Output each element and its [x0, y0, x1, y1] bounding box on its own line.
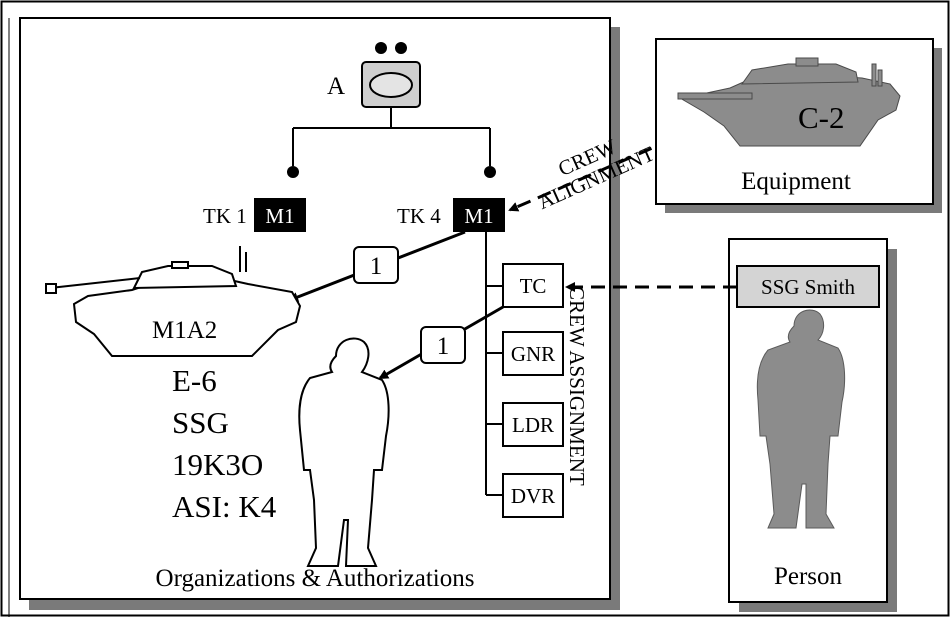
unit-dot-right	[395, 42, 407, 54]
equipment-title: Equipment	[741, 168, 851, 195]
soldier-mos: 19K3O	[172, 447, 263, 482]
vehicle-model: M1A2	[152, 317, 217, 344]
crew-dvr-box	[502, 473, 564, 518]
person-title: Person	[774, 563, 843, 590]
person-panel: SSG Smith Person	[728, 238, 897, 612]
c2-tank-silhouette-icon	[677, 57, 901, 147]
person-name: SSG Smith	[761, 275, 855, 299]
soldier-grade: E-6	[172, 363, 217, 398]
equipment-panel: C-2 Equipment	[655, 38, 942, 213]
crew-connectors	[486, 285, 503, 496]
crew-dvr-label: DVR	[511, 484, 555, 508]
crew-ldr-label: LDR	[512, 413, 554, 437]
soldier-silhouette-icon	[298, 337, 390, 567]
m1a2-tank-icon	[45, 246, 302, 357]
tank-1-badge: M1	[265, 204, 294, 228]
crew-alignment-arrow	[508, 120, 713, 212]
vehicle-count: 1	[370, 253, 383, 280]
vehicle-count-box	[353, 246, 399, 284]
org-panel: A TK 1 M1 TK 4 M1 1 M1A2	[19, 17, 620, 610]
armor-oval-icon	[369, 72, 413, 98]
tank-1-name: TK 1	[203, 204, 247, 228]
crew-assignment-label: CREW ASSIGNMENT	[565, 286, 589, 486]
tk1-dot	[287, 166, 299, 178]
tank-4-badge: M1	[464, 204, 493, 228]
tank-4-badge-box	[453, 198, 505, 232]
crew-gnr-label: GNR	[511, 342, 555, 366]
person-name-box	[736, 265, 880, 308]
soldier-rank: SSG	[172, 405, 229, 440]
crew-tc-box	[502, 263, 564, 308]
unit-dot-left	[375, 42, 387, 54]
tk4-dot	[484, 166, 496, 178]
crew-tc-label: TC	[520, 274, 547, 298]
crew-ldr-box	[502, 402, 564, 447]
tank-4-name: TK 4	[397, 204, 441, 228]
org-panel-caption: Organizations & Authorizations	[156, 565, 475, 592]
soldier-count-box	[420, 326, 466, 364]
crew-gnr-box	[502, 331, 564, 376]
soldier-count: 1	[437, 333, 450, 360]
soldier-asi: ASI: K4	[172, 489, 277, 524]
unit-label: A	[327, 73, 345, 100]
tank-1-badge-box	[254, 198, 306, 232]
equipment-bumper: C-2	[798, 100, 845, 135]
person-silhouette-icon	[756, 309, 846, 529]
